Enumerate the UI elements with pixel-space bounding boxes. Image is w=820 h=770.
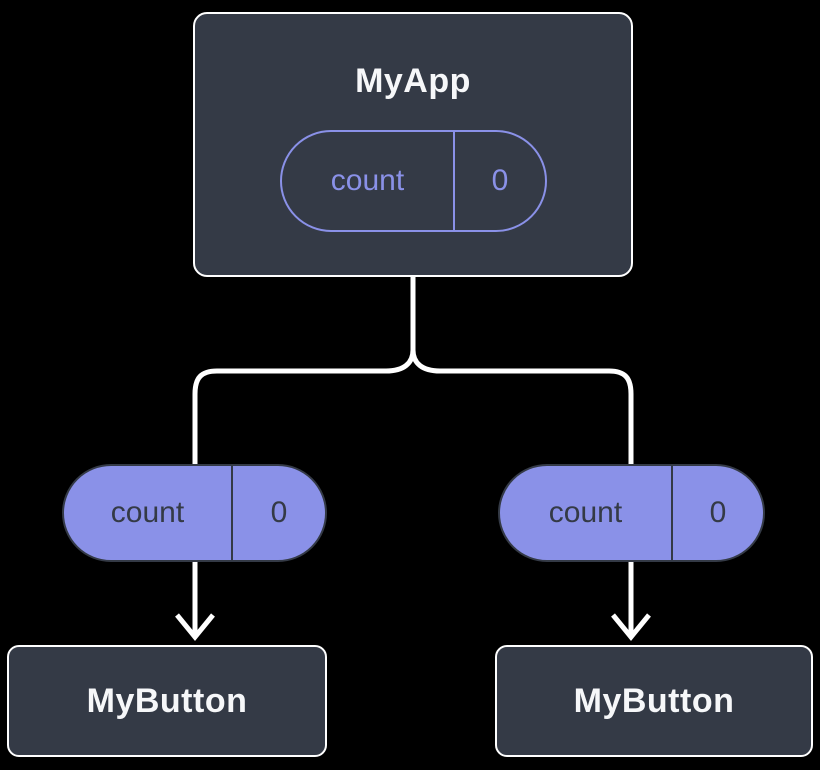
- prop-pill-right: count 0: [498, 464, 765, 562]
- child-node-left: MyButton: [7, 645, 327, 757]
- prop-pill-right-label: count: [500, 466, 673, 560]
- right-down-arrowhead-icon: [611, 613, 651, 641]
- prop-pill-left-value: 0: [270, 496, 288, 529]
- child-node-right: MyButton: [495, 645, 813, 757]
- prop-pill-left-label: count: [64, 466, 233, 560]
- state-pill: count 0: [280, 130, 547, 232]
- state-pill-value: 0: [491, 164, 509, 197]
- root-component-title: MyApp: [355, 62, 471, 100]
- left-branch-line: [192, 349, 416, 637]
- prop-pill-left: count 0: [62, 464, 327, 562]
- state-pill-label: count: [282, 132, 455, 230]
- root-component-node: MyApp count 0: [193, 12, 633, 277]
- prop-pill-right-value: 0: [709, 496, 727, 529]
- child-node-right-title: MyButton: [573, 681, 735, 720]
- left-down-arrowhead-icon: [175, 613, 215, 641]
- child-node-left-title: MyButton: [86, 681, 248, 720]
- right-branch-line: [410, 349, 634, 637]
